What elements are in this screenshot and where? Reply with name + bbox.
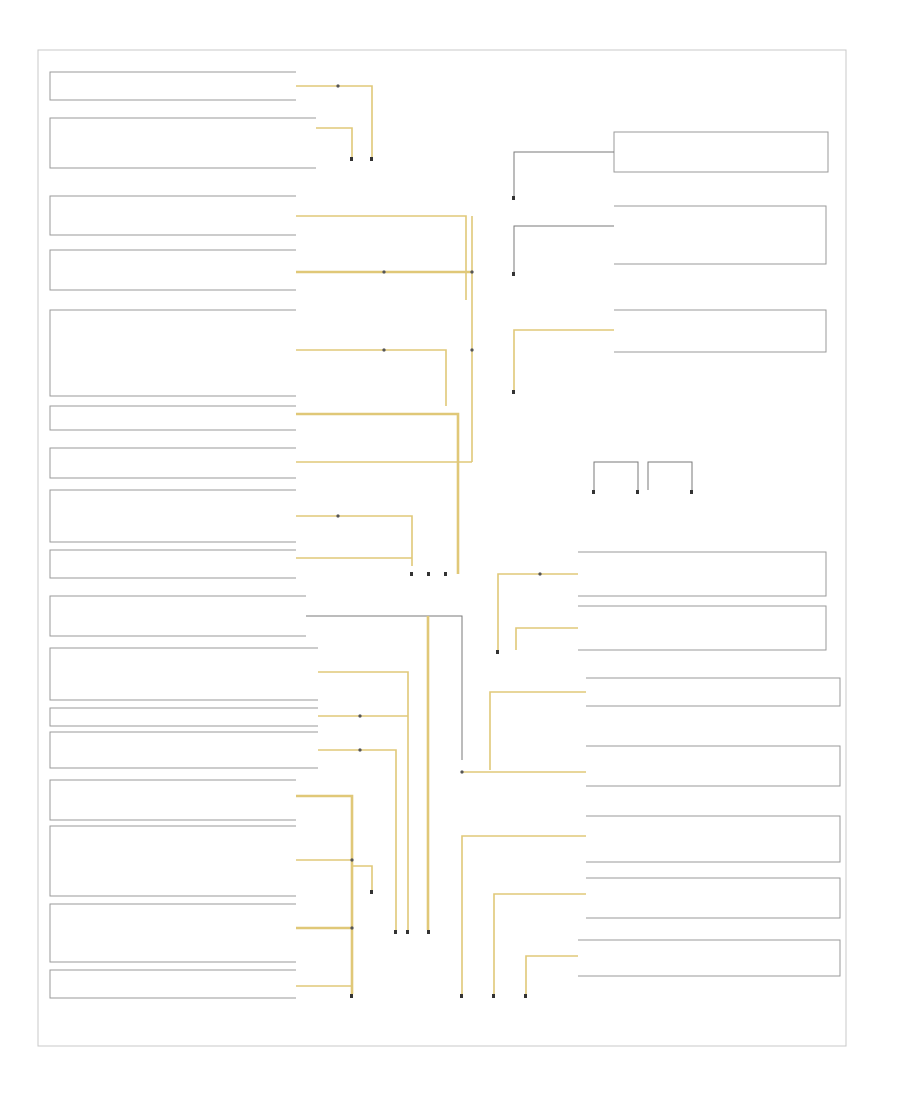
ground-terminal (460, 994, 463, 998)
ground-terminal (427, 930, 430, 934)
ground-terminal (350, 157, 353, 161)
wire (513, 151, 614, 196)
wire (489, 691, 586, 770)
wire (497, 573, 578, 650)
right-component-boxes (578, 131, 841, 977)
wire (461, 835, 586, 994)
component-box (578, 605, 827, 651)
splice-dot (358, 748, 362, 752)
ground-terminals (350, 157, 693, 998)
ground-terminal (592, 490, 595, 494)
splice-dot (470, 348, 474, 352)
splice-dot (350, 858, 354, 862)
splice-dot (382, 270, 386, 274)
component-box (49, 825, 296, 897)
component-box (49, 405, 296, 431)
component-box (49, 549, 296, 579)
component-box (578, 551, 827, 597)
component-box (49, 969, 296, 999)
wire (513, 225, 614, 272)
wire (316, 127, 353, 158)
ground-terminal (690, 490, 693, 494)
component-box (614, 205, 827, 265)
ground-terminal (492, 994, 495, 998)
wire (318, 749, 397, 930)
component-box (49, 779, 296, 821)
splice-dot (538, 572, 542, 576)
ground-terminal (444, 572, 447, 576)
splice-dot (336, 84, 340, 88)
ground-terminal (370, 890, 373, 894)
component-box (49, 595, 306, 637)
wire (493, 893, 586, 994)
splice-dot (382, 348, 386, 352)
wire (296, 412, 460, 574)
component-box (49, 71, 296, 101)
wire (352, 865, 373, 890)
component-box (49, 707, 318, 727)
connector-dots (336, 84, 542, 930)
diagram-frame (37, 49, 847, 1047)
wire (296, 85, 373, 158)
ground-terminal (524, 994, 527, 998)
splice-dot (350, 926, 354, 930)
ground-terminal (636, 490, 639, 494)
wire (296, 215, 467, 300)
component-box (578, 939, 841, 977)
wire (513, 329, 614, 390)
component-box (49, 195, 296, 236)
component-box (49, 647, 318, 701)
component-box (586, 815, 841, 863)
splice-dot (470, 270, 474, 274)
ground-terminal (406, 930, 409, 934)
ground-terminal (496, 650, 499, 654)
component-box (49, 249, 296, 291)
wire (647, 461, 693, 490)
component-box (49, 117, 316, 169)
ground-terminal (512, 196, 515, 200)
ground-terminal (370, 157, 373, 161)
wire (593, 461, 639, 490)
wire (318, 671, 409, 716)
wire (525, 955, 578, 994)
wire (296, 349, 447, 406)
wire (296, 515, 413, 566)
splice-dot (336, 514, 340, 518)
ground-terminal (410, 572, 413, 576)
ground-terminal (394, 930, 397, 934)
component-box (49, 489, 296, 543)
ground-terminal (350, 994, 353, 998)
wire (515, 627, 578, 650)
component-box (49, 447, 296, 479)
component-box (49, 903, 296, 963)
splice-dot (358, 714, 362, 718)
splice-dot (460, 770, 464, 774)
wire (306, 615, 463, 760)
ground-terminal (427, 572, 430, 576)
ground-terminal (512, 390, 515, 394)
component-box (613, 131, 829, 173)
component-box (586, 877, 841, 919)
component-box (49, 309, 296, 397)
component-box (586, 677, 841, 707)
component-box (49, 731, 318, 769)
component-box (614, 309, 827, 353)
component-box (586, 745, 841, 787)
ground-terminal (512, 272, 515, 276)
left-component-boxes (49, 71, 318, 999)
wire (296, 794, 354, 994)
wires (296, 85, 693, 994)
